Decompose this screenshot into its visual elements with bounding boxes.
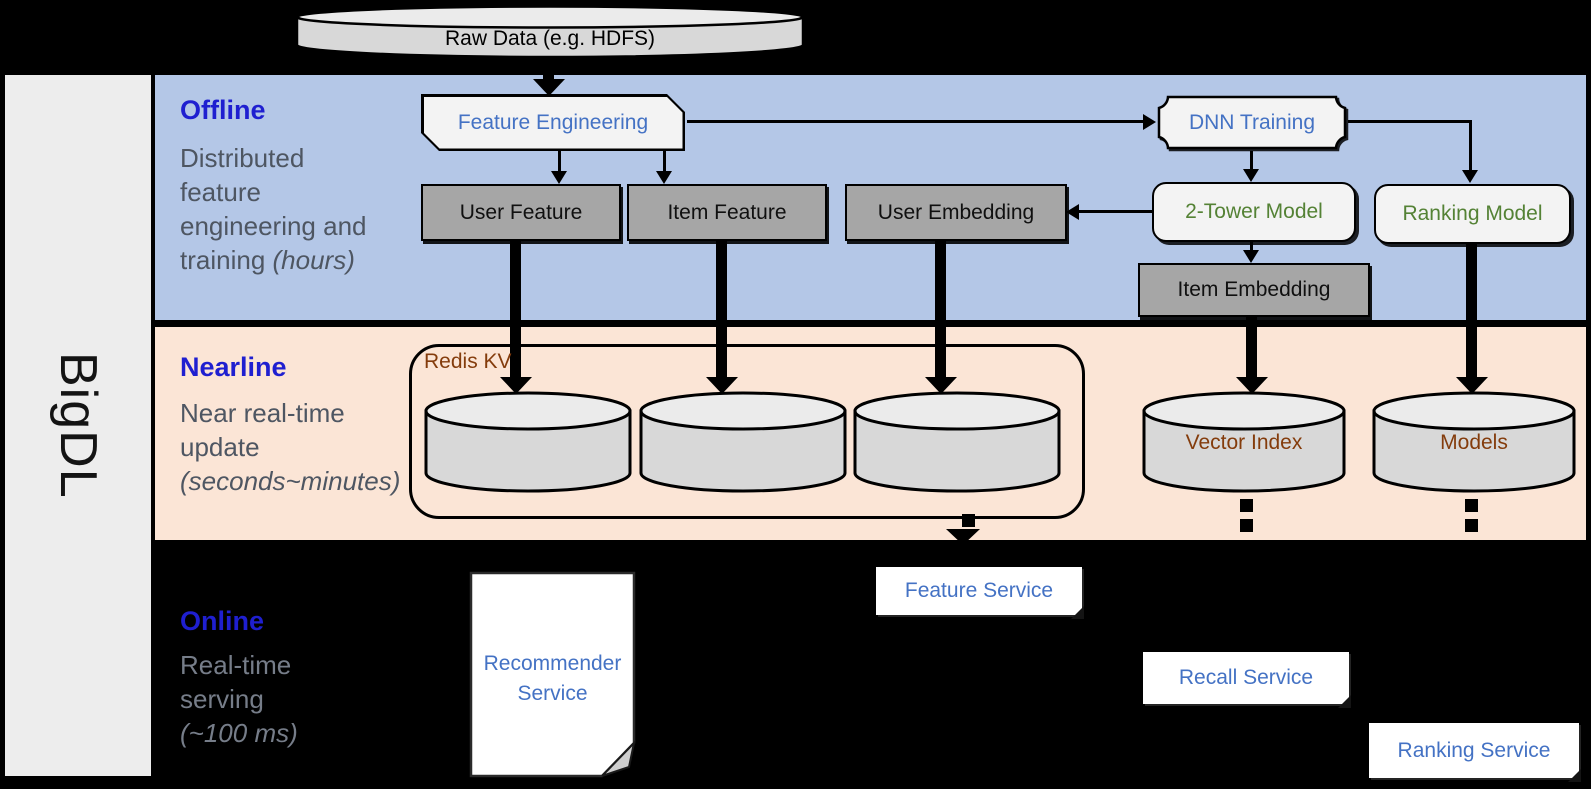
node-two-tower-model: 2-Tower Model	[1152, 182, 1356, 242]
arrow-rawdata-to-feature-engineering	[543, 58, 554, 82]
arrow-dnn-to-two-tower	[1250, 151, 1253, 171]
arrow-fe-to-dnn-head	[1143, 113, 1156, 130]
dashed-arrow-redis-to-feature-service	[962, 514, 975, 527]
node-user-feature: User Feature	[421, 184, 621, 241]
dnn-training-label: DNN Training	[1188, 110, 1316, 134]
arrow-fe-to-user-feature	[558, 151, 561, 173]
feature-engineering-label: Feature Engineering	[424, 97, 683, 149]
service-ranking: Ranking Service	[1369, 723, 1581, 782]
redis-kv-label: Redis KV	[424, 350, 512, 373]
item-feature-label: Item Feature	[667, 200, 787, 224]
dashed-connector-models-2	[1465, 519, 1478, 532]
recommender-service-label: Recommender Service	[483, 652, 622, 705]
ranking-model-label: Ranking Model	[1402, 202, 1543, 225]
arrow-dnn-to-ranking-v	[1469, 120, 1472, 172]
recall-service-label: Recall Service	[1178, 666, 1314, 689]
offline-title: Offline	[180, 95, 266, 125]
node-feature-engineering: Feature Engineering	[421, 94, 685, 151]
folded-corner-icon	[1338, 695, 1351, 708]
arrow-ranking-model-to-models-head	[1456, 377, 1488, 394]
arrow-user-embedding-to-redis	[935, 237, 946, 378]
vector-index-label: Vector Index	[1185, 431, 1303, 454]
redis-cylinder-1	[422, 389, 634, 497]
arrow-item-embedding-to-vector-index-head	[1236, 377, 1268, 394]
dashed-connector-vector-index-1	[1240, 499, 1253, 512]
recommender-service-document: Recommender Service	[469, 571, 636, 778]
arrow-item-feature-to-redis-head	[706, 377, 738, 394]
dashed-connector-models-1	[1465, 499, 1478, 512]
feature-service-label: Feature Service	[904, 579, 1054, 602]
arrow-user-embedding-to-redis-head	[925, 377, 957, 394]
redis-cylinder-2	[637, 389, 849, 497]
raw-data-label: Raw Data (e.g. HDFS)	[444, 27, 656, 50]
models-label: Models	[1440, 431, 1508, 454]
arrow-fe-to-dnn-training	[687, 120, 1145, 123]
offline-description: Distributed feature engineering and trai…	[180, 143, 367, 275]
node-user-embedding: User Embedding	[845, 184, 1067, 241]
bigdl-sidebar: BigDL	[5, 75, 151, 776]
arrow-dnn-to-ranking-h	[1348, 120, 1472, 123]
arrow-dnn-to-ranking-head	[1462, 170, 1478, 183]
arrow-fe-to-item-feature	[663, 151, 666, 173]
two-tower-model-label: 2-Tower Model	[1185, 200, 1323, 223]
service-feature: Feature Service	[876, 567, 1084, 619]
arrow-rawdata-head	[533, 79, 565, 96]
node-item-feature: Item Feature	[627, 184, 827, 241]
node-ranking-model: Ranking Model	[1374, 184, 1571, 244]
arrow-fe-to-user-feature-head	[551, 171, 567, 184]
arrow-fe-to-item-feature-head	[656, 171, 672, 184]
user-feature-label: User Feature	[459, 200, 583, 224]
node-dnn-training: DNN Training	[1156, 94, 1348, 151]
raw-data-cylinder: Raw Data (e.g. HDFS)	[294, 4, 806, 62]
redis-cylinder-3	[851, 389, 1063, 497]
nearline-title: Nearline	[180, 352, 287, 382]
nearline-description: Near real-time update (seconds~minutes)	[180, 398, 401, 496]
arrow-ranking-model-to-models	[1466, 240, 1477, 378]
arrow-item-feature-to-redis	[716, 237, 727, 378]
arrow-item-embedding-to-vector-index	[1246, 313, 1257, 378]
folded-corner-icon	[1071, 606, 1084, 619]
bigdl-logo-text: BigDL	[49, 352, 107, 499]
online-description: Real-time serving (~100 ms)	[180, 650, 298, 748]
dashed-arrow-redis-head	[946, 529, 980, 545]
user-embedding-label: User Embedding	[877, 200, 1035, 224]
online-title: Online	[180, 606, 265, 636]
arrow-two-tower-to-item-embedding-head	[1243, 250, 1259, 263]
arrow-dnn-to-two-tower-head	[1243, 169, 1259, 182]
ranking-service-label: Ranking Service	[1397, 738, 1551, 762]
item-embedding-label: Item Embedding	[1177, 278, 1331, 301]
arrow-user-feature-to-redis-head	[500, 377, 532, 394]
models-cylinder: Models	[1370, 389, 1578, 497]
node-item-embedding: Item Embedding	[1138, 263, 1370, 317]
arrow-two-tower-to-item-embedding	[1250, 238, 1253, 252]
arrow-two-tower-to-user-embedding-head	[1066, 203, 1079, 220]
dashed-connector-vector-index-2	[1240, 519, 1253, 532]
redis-kv-container	[409, 344, 1085, 519]
service-recall: Recall Service	[1143, 652, 1351, 708]
arrow-two-tower-to-user-embedding	[1078, 210, 1154, 213]
folded-corner-icon	[1568, 769, 1581, 782]
vector-index-cylinder: Vector Index	[1140, 389, 1348, 497]
arrow-user-feature-to-redis	[510, 237, 521, 378]
